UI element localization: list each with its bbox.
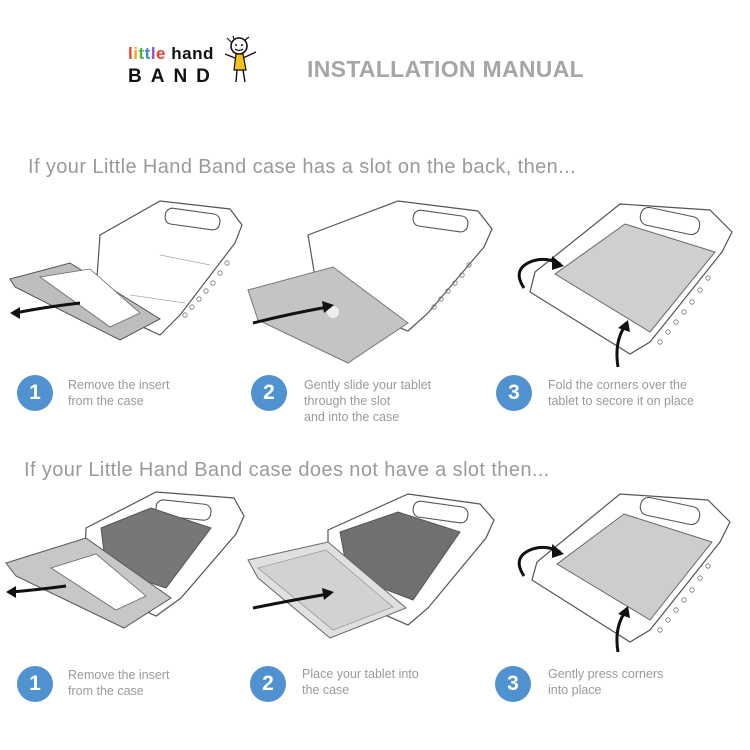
logo-wordmark: little hand bbox=[128, 44, 214, 64]
illustration-slide-tablet-slot bbox=[247, 200, 493, 364]
step-instruction: Remove the insert from the case bbox=[68, 378, 170, 408]
section-heading-slot: If your Little Hand Band case has a slot… bbox=[28, 156, 577, 178]
step-instruction: Remove the insert from the case bbox=[68, 668, 170, 698]
step-number-badge: 3 bbox=[496, 375, 532, 411]
logo-word-hand: hand bbox=[171, 44, 214, 63]
logo-word-band: BAND bbox=[128, 66, 219, 87]
step-instruction: Gently press corners into place bbox=[548, 667, 664, 697]
step-number-badge: 2 bbox=[250, 666, 286, 702]
illustration-remove-insert-slot bbox=[9, 200, 243, 341]
step-instruction: Place your tablet into the case bbox=[302, 667, 419, 697]
logo-word-little: little bbox=[128, 44, 167, 63]
illustration-fold-corners-slot bbox=[517, 203, 733, 368]
illustration-remove-insert-no-slot bbox=[5, 491, 245, 629]
illustration-press-corners-no-slot bbox=[517, 493, 731, 653]
step-number-badge: 1 bbox=[17, 666, 53, 702]
step-number-badge: 2 bbox=[251, 375, 287, 411]
step-number-badge: 3 bbox=[495, 666, 531, 702]
step-instruction: Fold the corners over the tablet to seco… bbox=[548, 378, 694, 408]
section-heading-no-slot: If your Little Hand Band case does not h… bbox=[24, 459, 550, 481]
illustration-place-tablet-no-slot bbox=[247, 493, 495, 639]
step-number-badge: 1 bbox=[17, 375, 53, 411]
page-title: INSTALLATION MANUAL bbox=[307, 56, 584, 82]
step-instruction: Gently slide your tablet through the slo… bbox=[304, 378, 432, 424]
logo-mascot-icon bbox=[224, 35, 257, 83]
